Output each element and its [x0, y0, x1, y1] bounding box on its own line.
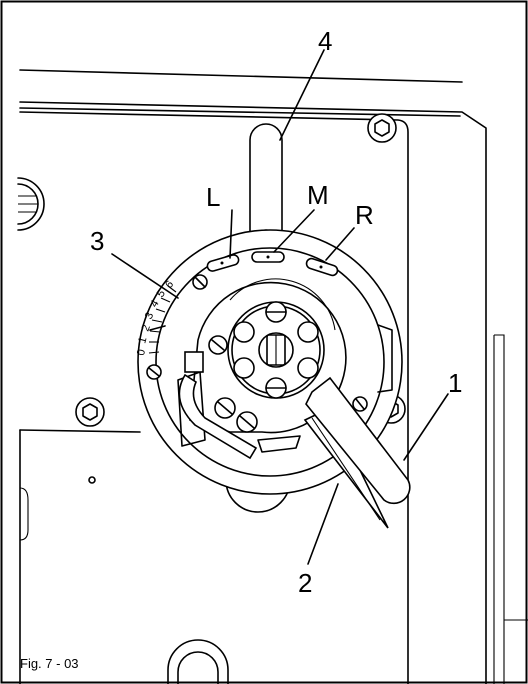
scale-ticks: [148, 285, 177, 354]
lever-1: [305, 376, 411, 505]
scale-digit-4: 4: [148, 298, 161, 309]
central-hub: [227, 301, 325, 399]
scale-digit-3: 3: [143, 311, 156, 322]
curved-slot-arm: [178, 335, 301, 460]
scale-digit-5: 5: [155, 288, 168, 300]
callout-3: 3: [90, 226, 104, 256]
callout-right: R: [355, 200, 374, 230]
figure-caption: Fig. 7 - 03: [20, 656, 79, 671]
ring-screws: [146, 274, 368, 412]
hex-screw-left: [75, 397, 105, 427]
scale-digit-1: 1: [136, 336, 149, 345]
callout-left: L: [206, 182, 220, 212]
callout-middle: M: [307, 180, 329, 210]
hex-screw-top-right: [367, 113, 397, 143]
leader-lines: [111, 49, 449, 565]
bottom-opening: [167, 639, 229, 684]
position-slots: [206, 251, 339, 277]
scale-digit-2: 2: [140, 323, 153, 333]
small-hole: [88, 476, 96, 484]
callout-4: 4: [318, 26, 332, 56]
callout-labels: 4 L M R 3 1 2: [90, 26, 462, 598]
callout-1: 1: [448, 368, 462, 398]
callout-2: 2: [298, 568, 312, 598]
scale-digit-0: 0: [135, 348, 148, 356]
left-round-element: [17, 177, 45, 231]
